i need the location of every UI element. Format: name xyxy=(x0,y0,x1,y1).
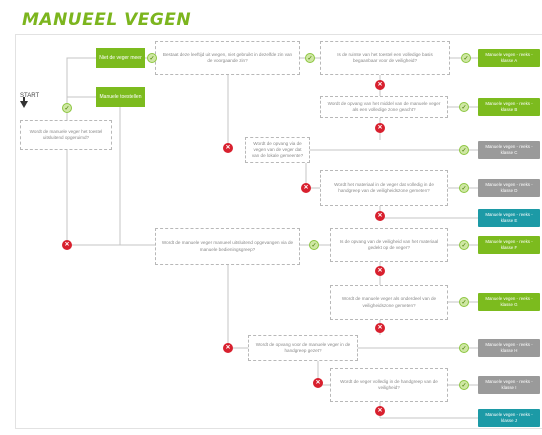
question-3: Wordt de opvang van het middel van de ma… xyxy=(320,96,448,118)
question-6: Wordt de manuele veger manueel uitsluite… xyxy=(155,228,300,265)
outcome-8: Manuele vegen - reeks - klasse H xyxy=(478,339,540,357)
start-arrow-icon xyxy=(20,101,28,108)
no-cross-icon: ✕ xyxy=(62,240,72,250)
question-4: Wordt de opvang via de vegen van de vege… xyxy=(245,137,310,163)
outcome-1: Manuele vegen - reeks - klasse A xyxy=(478,49,540,67)
question-2: Is de ruimte van het toestel een volledi… xyxy=(320,41,450,75)
yes-check-icon: ✓ xyxy=(62,103,72,113)
outcome-10: Manuele vegen - reeks - klasse J xyxy=(478,409,540,427)
outcome-7: Manuele vegen - reeks - klasse G xyxy=(478,293,540,311)
no-cross-icon: ✕ xyxy=(375,323,385,333)
question-7: Is de opvang van de veiligheid van het m… xyxy=(330,228,448,262)
no-cross-icon: ✕ xyxy=(223,143,233,153)
green-box-2: Manuele toestellen xyxy=(96,87,145,107)
question-8: Wordt de manuele veger als onderdeel van… xyxy=(330,285,448,320)
green-box-1: Niet de veger meer xyxy=(96,48,145,68)
no-cross-icon: ✕ xyxy=(375,123,385,133)
no-cross-icon: ✕ xyxy=(375,406,385,416)
page-title: MANUEEL VEGEN xyxy=(22,10,192,30)
yes-check-icon: ✓ xyxy=(305,53,315,63)
outcome-5: Manuele vegen - reeks - klasse E xyxy=(478,209,540,227)
yes-check-icon: ✓ xyxy=(459,297,469,307)
yes-check-icon: ✓ xyxy=(459,102,469,112)
diagram-panel xyxy=(15,34,542,429)
question-1: Bestaat deze leeftijd uit wegen, niet ge… xyxy=(155,41,300,75)
question-5: Wordt het materiaal in de veger dat voll… xyxy=(320,170,448,206)
no-cross-icon: ✕ xyxy=(313,378,323,388)
no-cross-icon: ✕ xyxy=(375,211,385,221)
yes-check-icon: ✓ xyxy=(459,380,469,390)
outcome-4: Manuele vegen - reeks - klasse D xyxy=(478,179,540,197)
yes-check-icon: ✓ xyxy=(459,145,469,155)
yes-check-icon: ✓ xyxy=(309,240,319,250)
no-cross-icon: ✕ xyxy=(223,343,233,353)
question-10: Wordt de veger volledig in de handgreep … xyxy=(330,368,448,402)
yes-check-icon: ✓ xyxy=(459,240,469,250)
question-start: Wordt de manuele veger het toestel uitsl… xyxy=(20,120,112,150)
outcome-3: Manuele vegen - reeks - klasse C xyxy=(478,141,540,159)
start-arrow-stem xyxy=(23,97,25,102)
outcome-2: Manuele vegen - reeks - klasse B xyxy=(478,98,540,116)
yes-check-icon: ✓ xyxy=(461,53,471,63)
no-cross-icon: ✕ xyxy=(375,266,385,276)
no-cross-icon: ✕ xyxy=(375,80,385,90)
connector xyxy=(66,57,96,120)
yes-check-icon: ✓ xyxy=(147,53,157,63)
yes-check-icon: ✓ xyxy=(459,343,469,353)
yes-check-icon: ✓ xyxy=(459,183,469,193)
outcome-9: Manuele vegen - reeks - klasse I xyxy=(478,376,540,394)
outcome-6: Manuele vegen - reeks - klasse F xyxy=(478,236,540,254)
no-cross-icon: ✕ xyxy=(301,183,311,193)
question-9: Wordt de opvang voor de manuele veger in… xyxy=(248,335,358,361)
start-label: START xyxy=(20,93,40,99)
